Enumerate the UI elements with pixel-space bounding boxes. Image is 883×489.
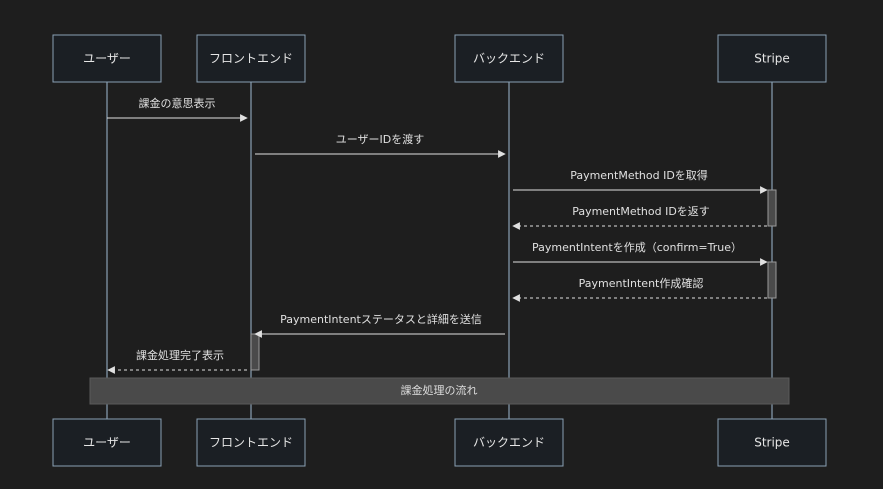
message-label: PaymentMethod IDを返す <box>572 205 710 218</box>
participants-bottom: ユーザー フロントエンド バックエンド Stripe <box>52 418 827 467</box>
participant-frontend-top: フロントエンド <box>196 34 306 83</box>
message-4: PaymentMethod IDを返す <box>512 205 767 230</box>
messages: 課金の意思表示 ユーザーIDを渡す PaymentMethod IDを取得 Pa… <box>107 96 768 374</box>
message-5: PaymentIntentを作成（confirm=True） <box>513 241 768 266</box>
participant-label: バックエンド <box>473 436 545 450</box>
participant-label: バックエンド <box>473 52 545 66</box>
participant-label: ユーザー <box>83 52 131 66</box>
message-label: PaymentIntent作成確認 <box>579 276 704 290</box>
participant-user-top: ユーザー <box>52 34 162 83</box>
participant-stripe-top: Stripe <box>717 34 827 83</box>
participant-label: ユーザー <box>83 436 131 450</box>
participant-label: Stripe <box>754 52 790 66</box>
message-label: 課金処理完了表示 <box>136 348 224 362</box>
message-label: PaymentIntentステータスと詳細を送信 <box>280 312 482 326</box>
participants-top: ユーザー フロントエンド バックエンド Stripe <box>52 34 827 83</box>
activation-stripe-1 <box>767 189 777 227</box>
message-label: PaymentMethod IDを取得 <box>570 169 708 182</box>
activation-frontend <box>250 333 260 371</box>
note-box <box>89 377 790 405</box>
message-label: PaymentIntentを作成（confirm=True） <box>532 241 742 254</box>
message-label: ユーザーIDを渡す <box>336 132 425 146</box>
participant-stripe-bottom: Stripe <box>717 418 827 467</box>
participant-frontend-bottom: フロントエンド <box>196 418 306 467</box>
participant-label: Stripe <box>754 436 790 450</box>
participant-label: フロントエンド <box>209 52 293 66</box>
message-2: ユーザーIDを渡す <box>255 132 506 158</box>
message-3: PaymentMethod IDを取得 <box>513 169 768 194</box>
note-label: 課金処理の流れ <box>401 383 478 397</box>
message-7: PaymentIntentステータスと詳細を送信 <box>254 312 505 338</box>
message-6: PaymentIntent作成確認 <box>512 276 767 302</box>
participant-user-bottom: ユーザー <box>52 418 162 467</box>
note: 課金処理の流れ <box>89 377 790 405</box>
activation-stripe-2 <box>767 261 777 299</box>
message-1: 課金の意思表示 <box>107 96 248 122</box>
participant-backend-top: バックエンド <box>454 34 564 83</box>
message-label: 課金の意思表示 <box>139 96 216 110</box>
participant-backend-bottom: バックエンド <box>454 418 564 467</box>
participant-label: フロントエンド <box>209 436 293 450</box>
message-8: 課金処理完了表示 <box>107 348 247 374</box>
